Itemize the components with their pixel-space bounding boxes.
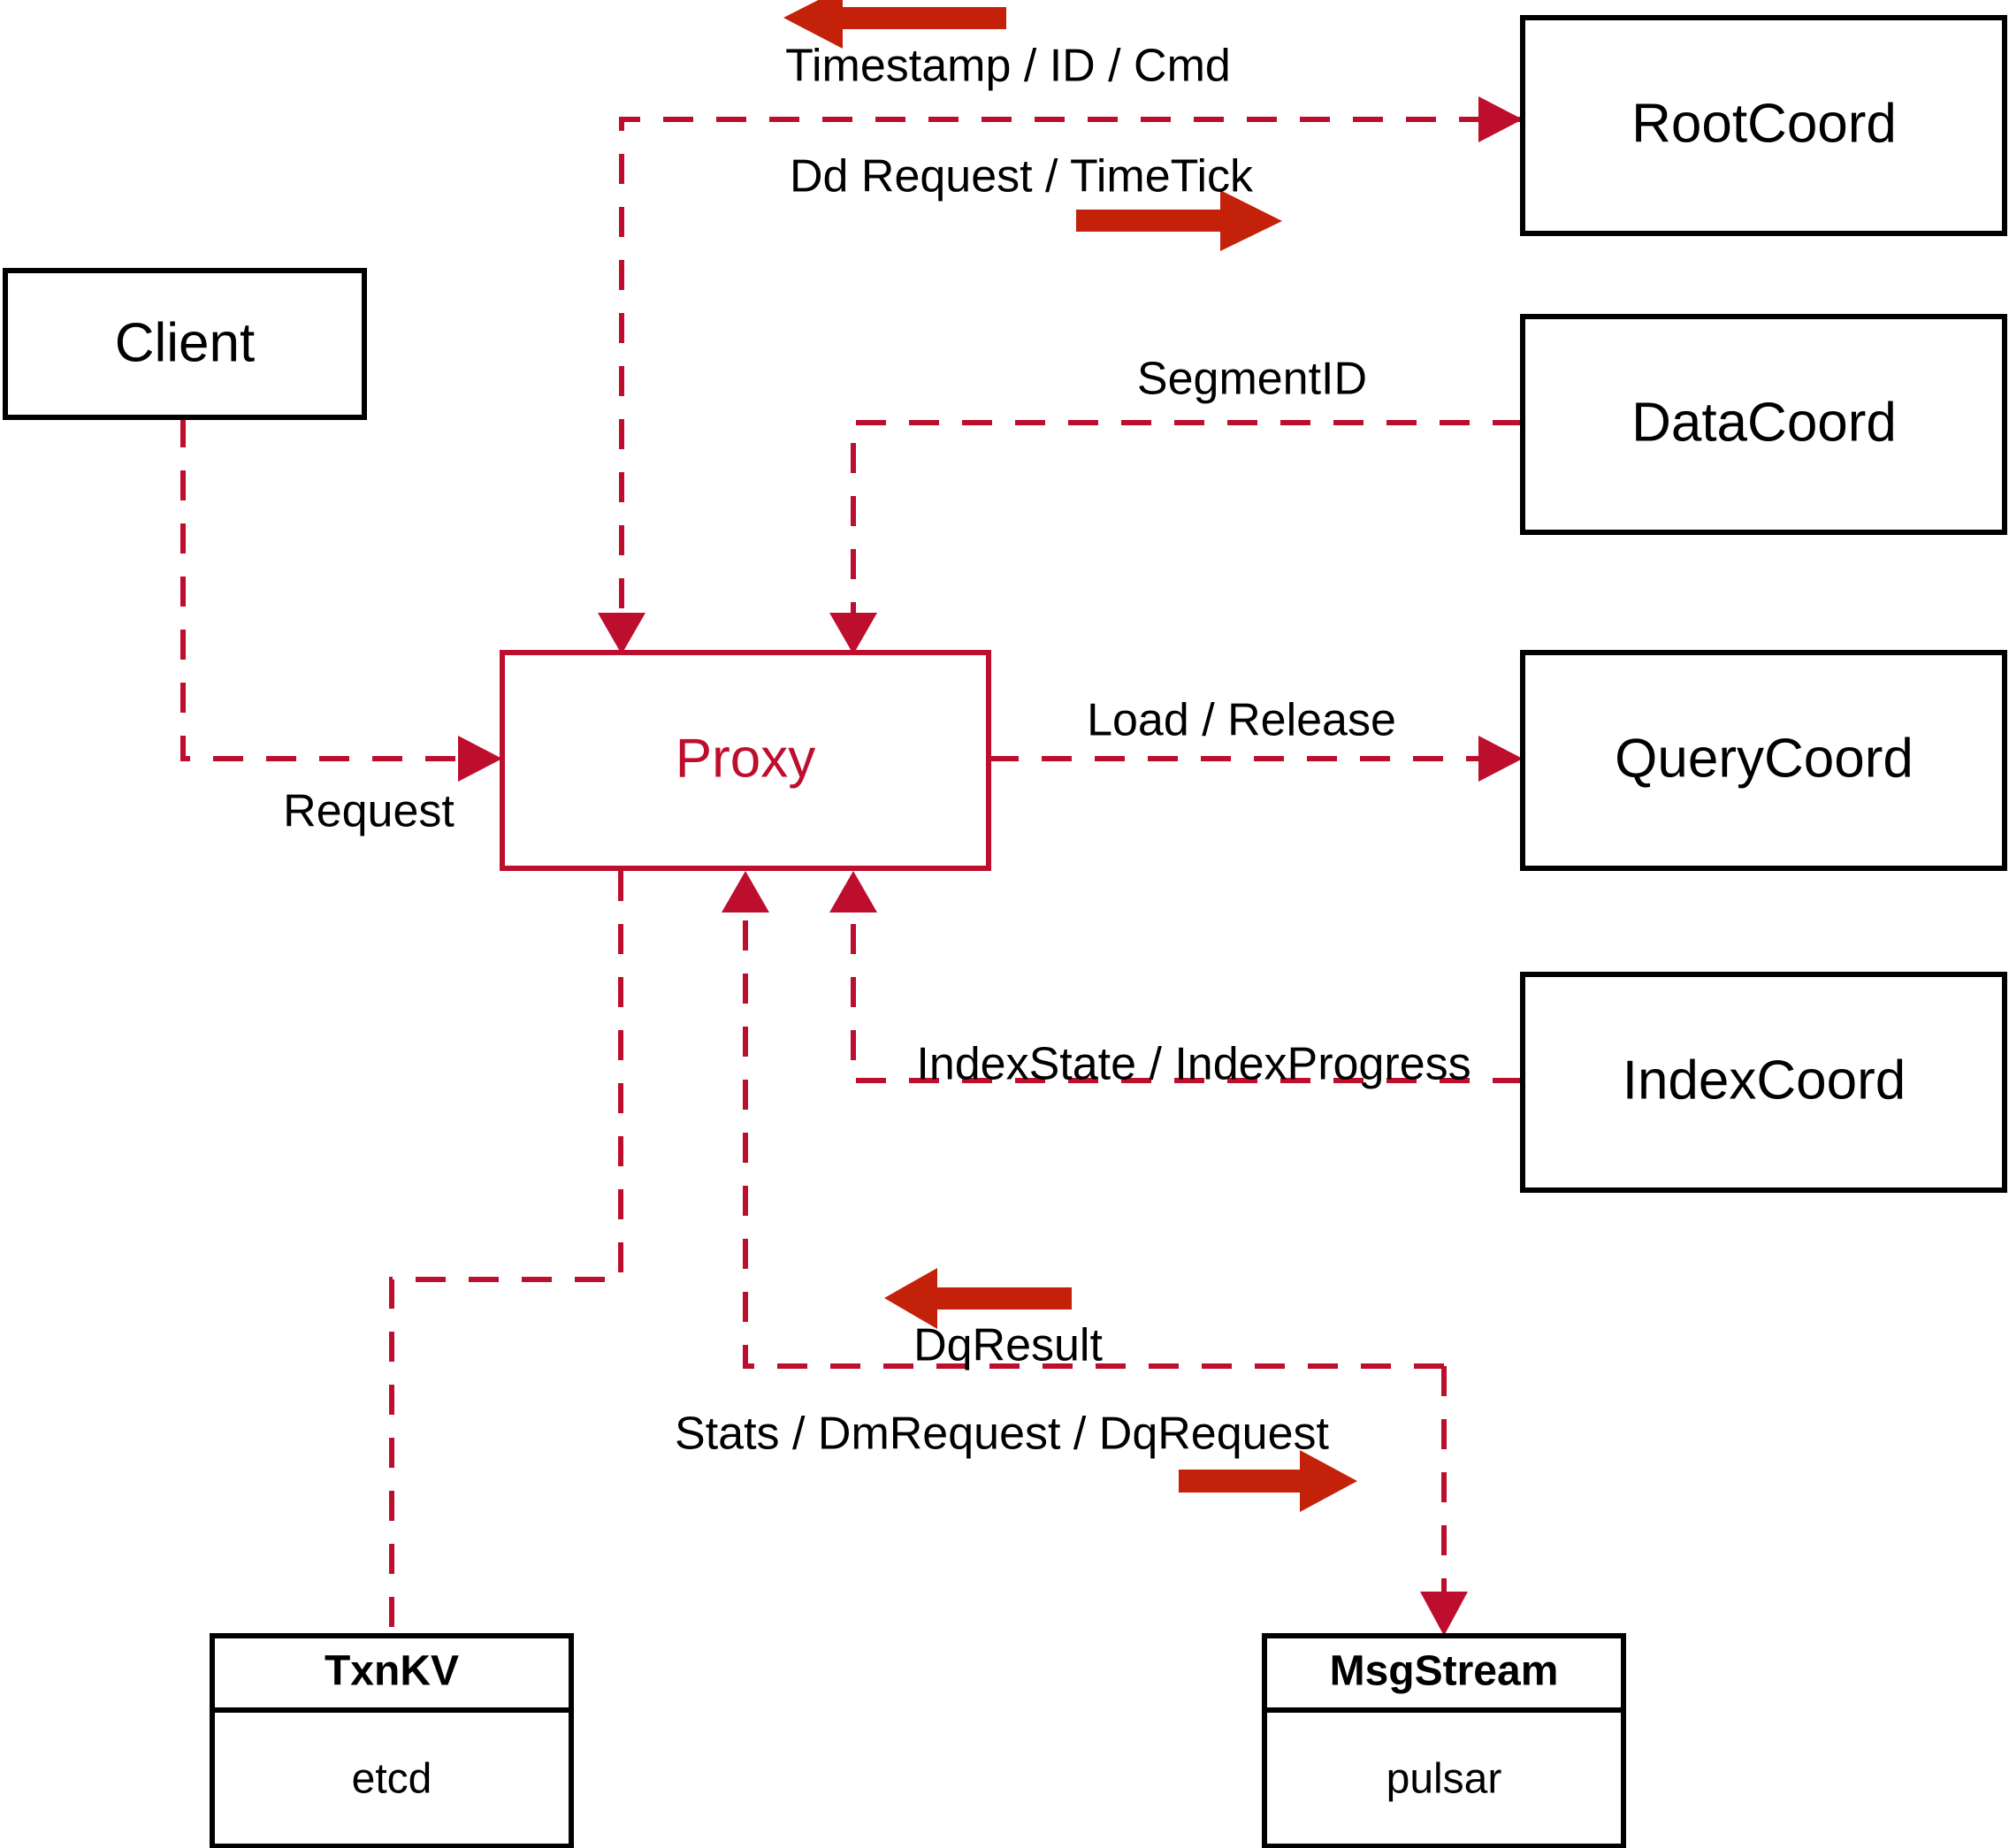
node-txnkv-impl: etcd — [352, 1756, 432, 1803]
arrow-shaft-left-top — [843, 7, 1006, 29]
edge-request-path — [180, 417, 477, 761]
node-index-coord[interactable]: IndexCoord — [1520, 972, 2007, 1193]
edge-segment-id-path — [851, 420, 1523, 637]
direction-arrow-stats-dm-dq-request — [1179, 1450, 1357, 1512]
edge-label-dq-result: DqResult — [913, 1320, 1103, 1371]
direction-arrow-dd-request-timetick — [1076, 190, 1282, 251]
arrow-head-right-bottom — [1300, 1450, 1357, 1512]
edge-index-state-progress-arrowhead — [829, 871, 877, 913]
node-root-coord-box[interactable] — [1520, 15, 2007, 236]
arrow-shaft-left-bottom — [937, 1287, 1072, 1310]
edge-load-release — [989, 736, 1523, 782]
edge-stats-dm-dq-request-arrowhead — [1420, 1592, 1468, 1636]
edge-proxy-txnkv-path — [389, 871, 623, 1636]
node-txnkv-title: TxnKV — [325, 1648, 459, 1695]
node-proxy-label: Proxy — [676, 728, 815, 789]
edge-dd-request-timetick — [1478, 96, 1523, 142]
edge-dq-result-arrowhead — [722, 871, 769, 913]
arrow-shaft-right-top — [1076, 210, 1220, 232]
edge-dd-request-timetick-arrowhead — [1478, 96, 1523, 142]
node-client[interactable]: Client — [3, 268, 367, 420]
arrow-head-left-bottom — [884, 1268, 937, 1329]
node-proxy-box[interactable] — [500, 650, 991, 871]
node-query-coord[interactable]: QueryCoord — [1520, 650, 2007, 871]
edge-dq-result-path — [743, 895, 1444, 1369]
node-data-coord-box[interactable] — [1520, 314, 2007, 535]
edge-label-segment-id: SegmentID — [1137, 354, 1367, 405]
edge-label-index-state-progress: IndexState / IndexProgress — [916, 1039, 1470, 1090]
node-data-coord[interactable]: DataCoord — [1520, 314, 2007, 535]
node-query-coord-box[interactable] — [1520, 650, 2007, 871]
edge-label-load-release: Load / Release — [1087, 695, 1396, 746]
edge-label-request: Request — [283, 786, 455, 837]
edge-segment-id — [829, 420, 1523, 654]
edge-request-arrowhead — [458, 736, 502, 782]
node-client-label: Client — [115, 312, 256, 373]
node-msgstream-box[interactable] — [1262, 1633, 1626, 1848]
direction-arrow-dq-result — [884, 1268, 1072, 1329]
edge-label-stats-dm-dq-request: Stats / DmRequest / DqRequest — [675, 1409, 1329, 1460]
node-data-coord-label: DataCoord — [1631, 392, 1897, 453]
edge-segment-id-arrowhead — [829, 613, 877, 654]
arrow-head-right-top — [1220, 190, 1282, 251]
node-index-coord-box[interactable] — [1520, 972, 2007, 1193]
arrow-shaft-right-bottom — [1179, 1470, 1300, 1493]
edge-stats-dm-dq-request — [1420, 1366, 1468, 1636]
node-proxy[interactable]: Proxy — [500, 650, 991, 871]
edge-request — [180, 417, 502, 782]
arrow-head-left-top — [783, 0, 843, 49]
edge-load-release-arrowhead — [1478, 736, 1523, 782]
edge-index-state-progress — [829, 871, 1523, 1083]
node-txnkv[interactable]: TxnKV etcd — [210, 1633, 574, 1848]
node-root-coord-label: RootCoord — [1631, 93, 1897, 154]
edge-label-timestamp-id-cmd: Timestamp / ID / Cmd — [785, 41, 1231, 92]
node-msgstream[interactable]: MsgStream pulsar — [1262, 1633, 1626, 1848]
direction-arrow-timestamp-id-cmd — [783, 0, 1006, 49]
node-query-coord-label: QueryCoord — [1615, 728, 1914, 789]
node-root-coord[interactable]: RootCoord — [1520, 15, 2007, 236]
edge-label-dd-request-timetick: Dd Request / TimeTick — [790, 151, 1254, 202]
edge-timestamp-id-cmd-arrowhead — [598, 613, 645, 654]
node-txnkv-box[interactable] — [210, 1633, 574, 1848]
node-msgstream-title: MsgStream — [1330, 1648, 1559, 1695]
edge-proxy-txnkv — [389, 871, 623, 1636]
node-client-box[interactable] — [3, 268, 367, 420]
edge-index-state-progress-path — [851, 895, 1523, 1083]
edge-dq-result — [722, 871, 1444, 1369]
node-msgstream-impl: pulsar — [1386, 1756, 1502, 1803]
node-index-coord-label: IndexCoord — [1623, 1050, 1906, 1111]
